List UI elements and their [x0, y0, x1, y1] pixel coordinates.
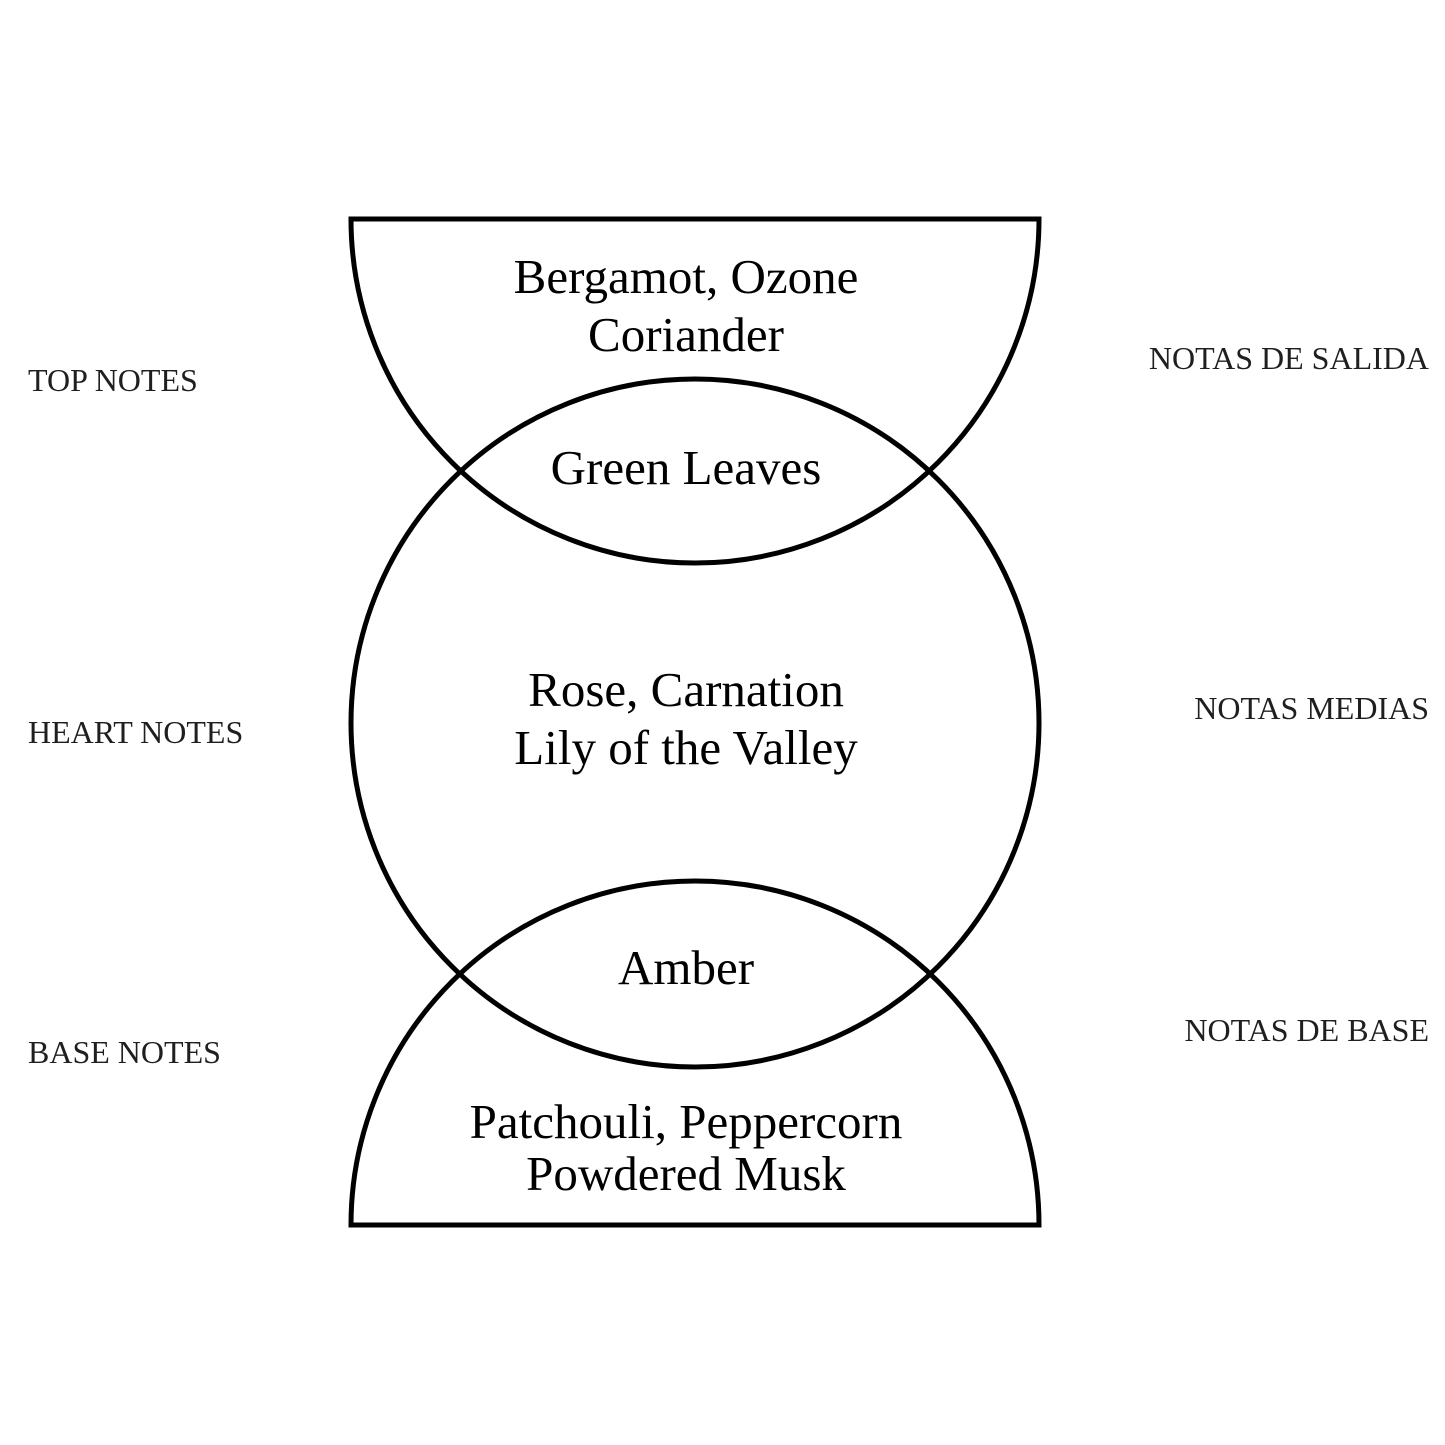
base-notes-shape: [348, 878, 1042, 1228]
region-text-line: Green Leaves: [550, 440, 822, 495]
label-notas-de-base: NOTAS DE BASE: [1184, 1012, 1429, 1048]
top-heart-overlap-region-text: Green Leaves: [551, 439, 822, 497]
label-notas-de-salida: NOTAS DE SALIDA: [1148, 340, 1429, 376]
region-text-line: Coriander: [588, 307, 784, 362]
region-text-line: Lily of the Valley: [514, 720, 858, 775]
label-top-notes: TOP NOTES: [28, 362, 198, 398]
heart-notes-region-text: Rose, Carnation Lily of the Valley: [514, 661, 857, 777]
region-text-line: Patchouli, Peppercorn: [469, 1094, 903, 1149]
label-base-notes: BASE NOTES: [28, 1034, 221, 1070]
region-text-line: Amber: [617, 940, 755, 995]
label-notas-medias: NOTAS MEDIAS: [1194, 690, 1429, 726]
heart-notes-shape: [348, 376, 1042, 1070]
label-heart-notes: HEART NOTES: [28, 714, 244, 750]
heart-base-overlap-region-text: Amber: [618, 939, 754, 997]
region-text-line: Rose, Carnation: [528, 662, 844, 717]
region-text-line: Bergamot, Ozone: [513, 249, 859, 304]
top-notes-region-text: Bergamot, Ozone Coriander: [514, 248, 859, 364]
top-notes-shape: [348, 216, 1042, 566]
base-notes-region-text: Patchouli, Peppercorn Powdered Musk: [470, 1096, 903, 1200]
region-text-line: Powdered Musk: [526, 1146, 846, 1201]
